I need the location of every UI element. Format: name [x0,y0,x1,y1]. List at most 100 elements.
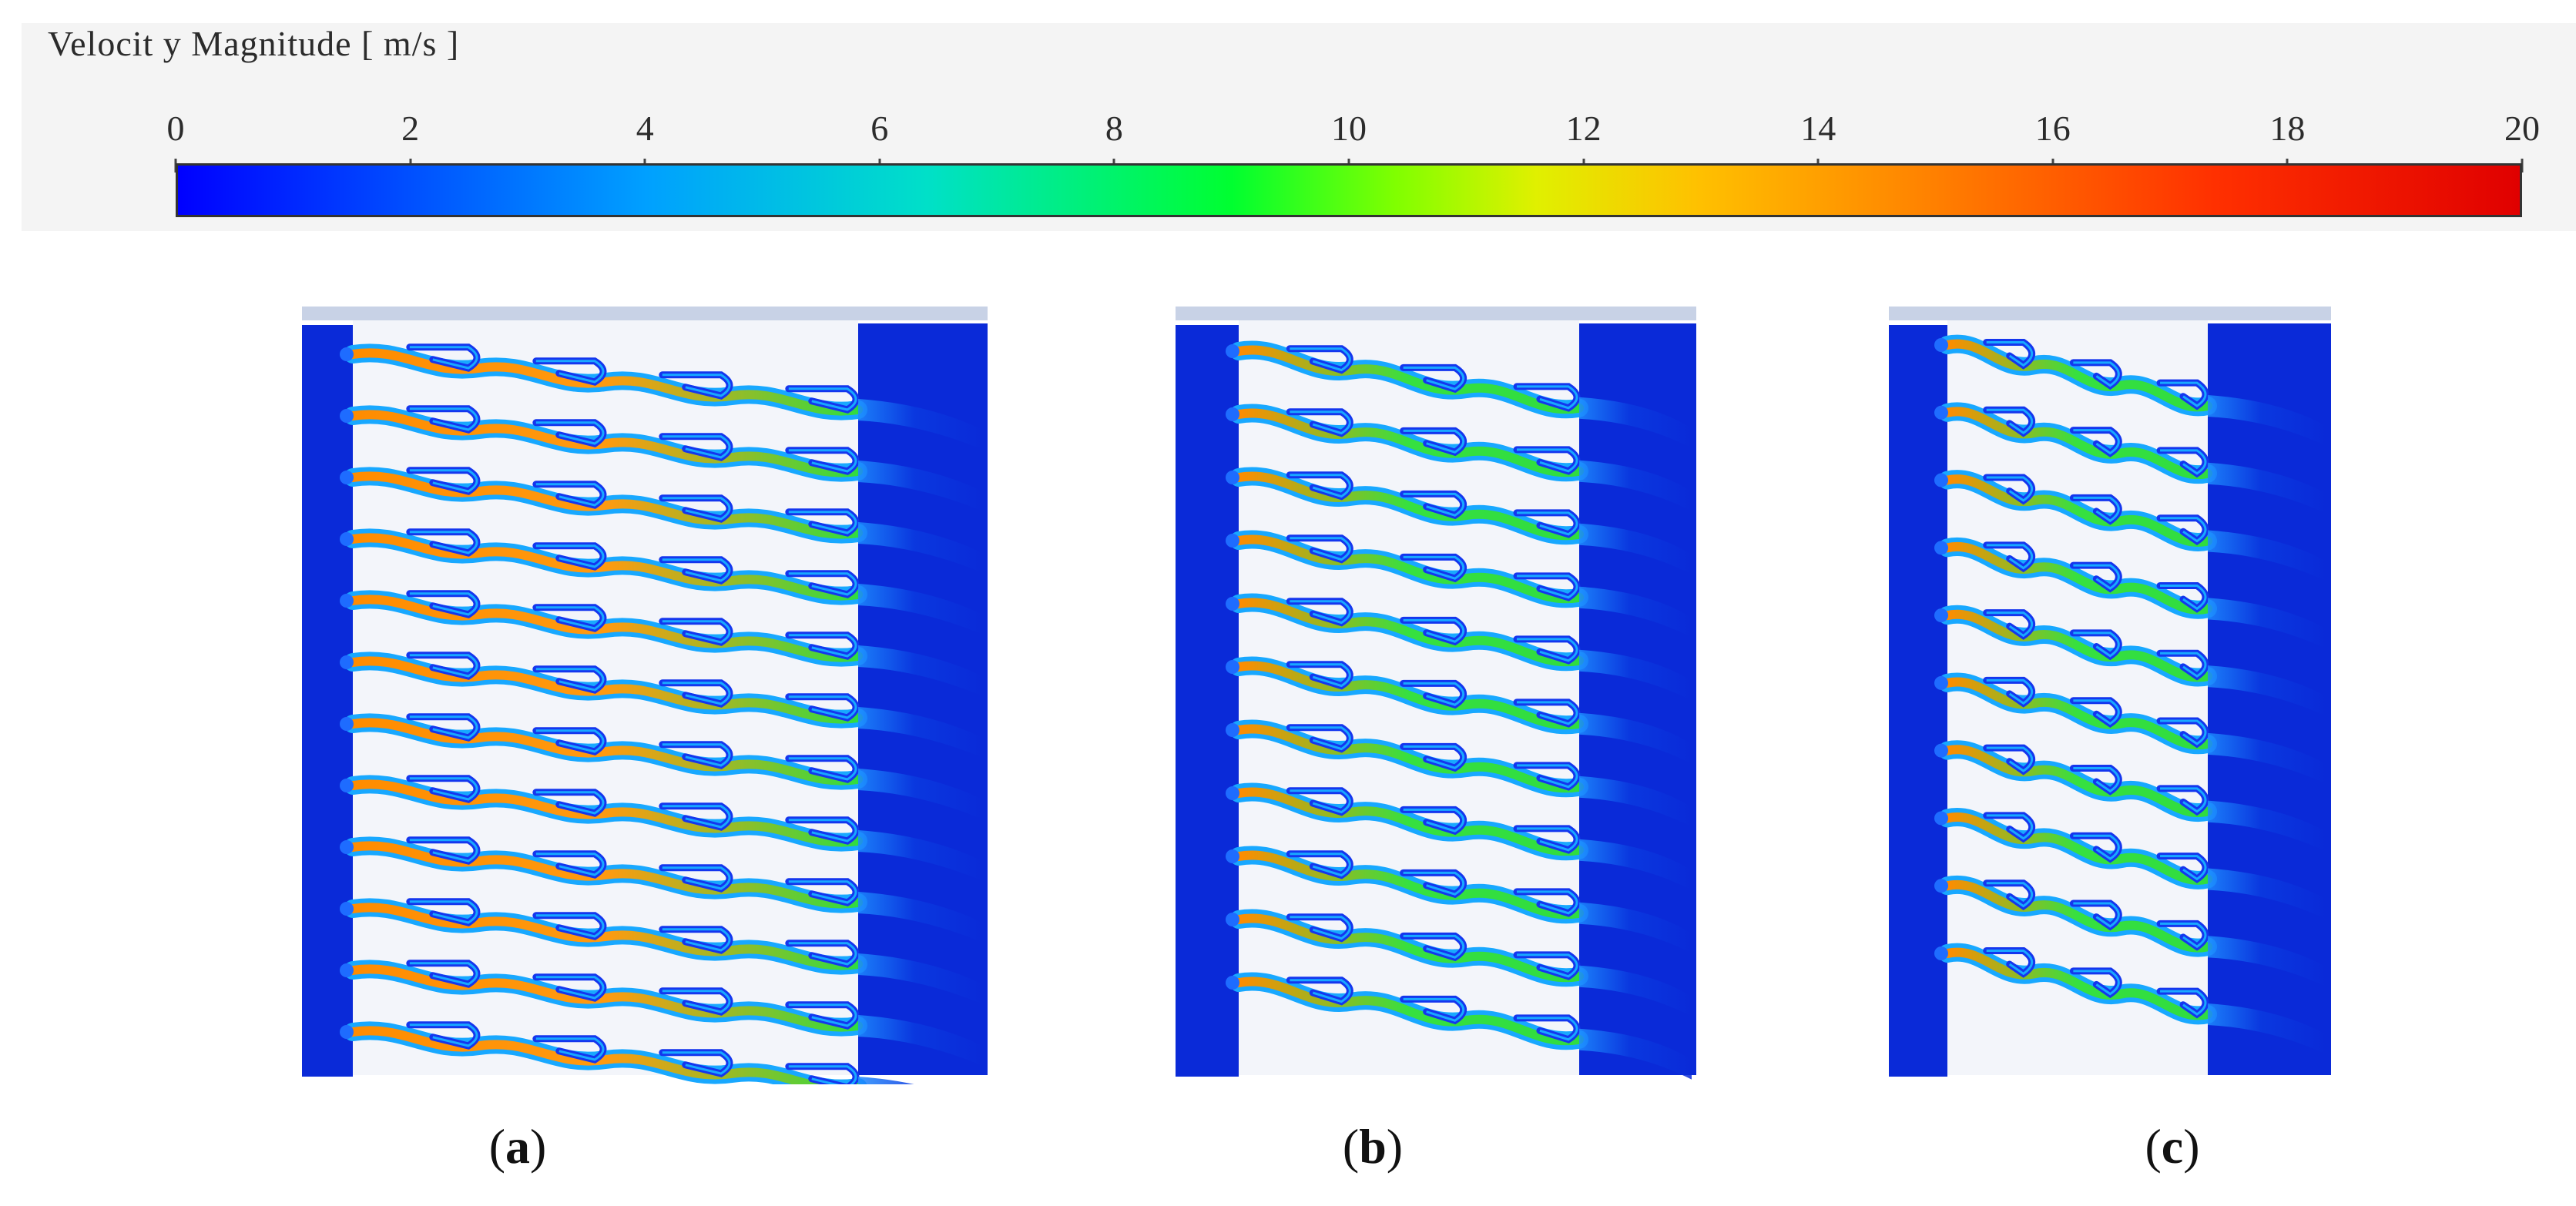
top-gap-strip [1889,307,2331,320]
channel-flow-core [1943,947,2212,1020]
tesla-valve-loop-edge [535,976,605,1000]
inlet-port [1226,913,1239,926]
tesla-valve-loop-edge [535,668,605,692]
channel-flow-core [1943,879,2212,953]
tesla-valve-loop-edge [1516,511,1578,536]
top-gap-strip [1176,307,1696,320]
tesla-valve-loop-edge [2073,834,2120,860]
tesla-valve-loop-edge [788,387,857,411]
tesla-valve-loop-edge [1516,827,1578,852]
tesla-valve-loop-edge [1516,575,1578,599]
colorbar-tick-label: 4 [636,109,654,148]
tesla-valve-loop-edge [1403,871,1465,896]
channel-flow-core [348,656,863,724]
inlet-manifold [302,325,353,1077]
inlet-port [340,840,354,854]
tesla-valve-loop-edge [788,1065,857,1084]
outlet-jet-plume [2208,732,2326,784]
flow-contour-svg [1176,307,1696,1080]
tesla-valve-loop-edge [662,1051,731,1075]
channel-flow-core [1234,913,1584,983]
legend-title: Velocit y Magnitude [ m/s ] [48,24,460,63]
tesla-valve-loop-edge [1516,385,1578,410]
outlet-jet-plume [2208,868,2326,920]
tesla-valve-loop-edge [409,346,478,370]
inlet-port [1226,849,1239,863]
tesla-valve-loop-edge [662,374,731,397]
subfigure-label-a-letter: a [505,1119,530,1174]
outlet-jet-plume [858,584,983,635]
tesla-valve-loop-edge [1290,410,1351,435]
outlet-manifold [858,323,988,1075]
outlet-jet-plume [858,645,983,696]
colorbar-tick-label: 2 [401,109,420,148]
outlet-jet-plume [858,769,983,819]
channel-flow-core [1234,598,1584,667]
channel-flow-core [1234,787,1584,856]
inlet-port [340,902,354,916]
tesla-valve-loop-edge [2160,449,2207,475]
inlet-port [1934,541,1948,555]
inlet-port [1226,344,1239,358]
outlet-jet-plume [1579,586,1692,638]
tesla-valve-loop-edge [1986,611,2034,638]
inlet-port [1934,675,1948,690]
channel-flow-core [1234,408,1584,477]
outlet-jet-plume [1579,902,1692,953]
subfigure-label-b-letter: b [1359,1119,1387,1174]
outlet-jet-plume [858,892,983,943]
tesla-valve-loop-edge [788,819,857,843]
channel-flow-core [1943,812,2212,885]
tesla-valve-loop-edge [1516,448,1578,473]
tesla-valve-loop-edge [662,928,731,952]
channel-flow-core [348,1026,862,1084]
tesla-valve-loop-edge [2073,564,2120,590]
channel-flow-core [348,410,863,477]
tesla-valve-loop-edge [535,544,605,568]
tesla-valve-loop-edge [788,634,857,658]
tesla-valve-loop-edge [409,531,478,554]
colorbar-tick-label: 20 [2504,109,2540,148]
tesla-valve-loop-edge [662,435,731,459]
outlet-jet-plume [1579,1028,1692,1080]
tesla-valve-loop-edge [1986,408,2034,434]
tesla-valve-loop-edge [409,777,478,801]
tesla-valve-loop-edge [1986,746,2034,772]
subfigure-label-b: (b) [1342,1119,1404,1174]
tesla-valve-loop-edge [788,880,857,904]
tesla-valve-loop-edge [409,715,478,739]
outlet-jet-plume [1579,965,1692,1017]
channel-flow-core [348,348,863,416]
inlet-manifold [1889,325,1947,1077]
outlet-jet-plume [1579,397,1692,448]
tesla-valve-loop-edge [788,1003,857,1027]
channel-flow-core [1943,474,2212,547]
tesla-valve-loop-edge [535,914,605,938]
outlet-jet-plume [2208,800,2326,852]
tesla-valve-loop-edge [1516,701,1578,725]
channel-flow-core [348,841,863,909]
inlet-port [340,594,354,608]
colorbar-tick-label: 8 [1105,109,1123,148]
outlet-jet-plume [858,953,983,1004]
inlet-port [1934,608,1948,623]
outlet-jet-plume [2208,1003,2326,1054]
outlet-jet-plume [2208,530,2326,581]
tesla-valve-loop-edge [1290,600,1351,625]
inlet-port [1934,811,1948,826]
tesla-valve-loop-edge [2160,719,2207,745]
colorbar-tick-label: 10 [1331,109,1367,148]
tesla-valve-loop-edge [662,497,731,521]
tesla-valve-loop-edge [2073,902,2120,928]
inlet-port [340,471,354,484]
colorbar-tick-label: 16 [2034,109,2071,148]
outlet-jet-plume [858,399,983,450]
channel-flow-core [1234,534,1584,604]
tesla-valve-loop-edge [2073,766,2120,793]
tesla-valve-loop-edge [535,421,605,445]
tesla-valve-loop-edge [1290,789,1351,814]
outlet-jet-plume [2208,598,2326,649]
colorbar-tick-label: 14 [1800,109,1836,148]
tesla-valve-loop-edge [662,866,731,890]
